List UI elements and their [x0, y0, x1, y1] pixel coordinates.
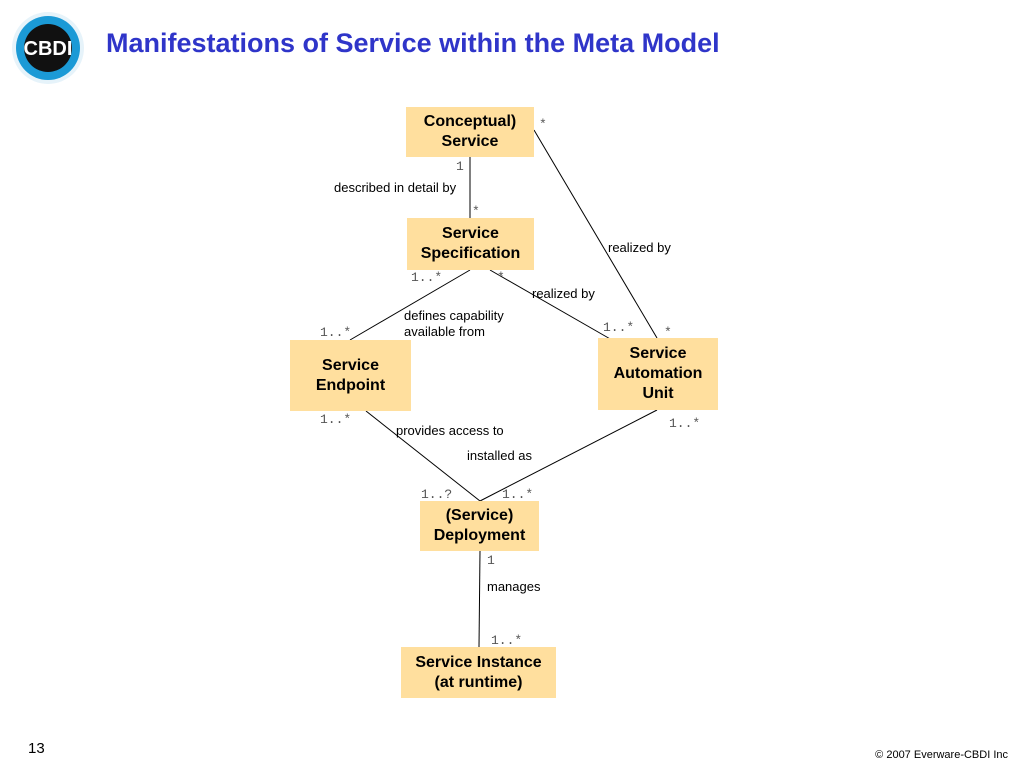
logo-text: CBDI: [24, 38, 73, 60]
edge-label-installed: installed as: [467, 448, 533, 463]
mult-deploy-bottom: 1: [487, 553, 495, 568]
edge-label-defines: defines capability available from: [404, 308, 504, 339]
mult-sau-top-left: 1..*: [603, 320, 635, 335]
edge-deploy-instance: [478, 550, 481, 648]
slide-title: Manifestations of Service within the Met…: [106, 28, 720, 58]
mult-spec-right: *: [497, 270, 505, 285]
edge-spec-sau: [489, 269, 613, 341]
edge-spec-endpoint: [349, 269, 471, 341]
mult-endpoint-top: 1..*: [320, 325, 352, 340]
mult-spec-top: *: [472, 204, 480, 219]
edge-label-manages: manages: [487, 579, 541, 594]
copyright-notice: © 2007 Everware-CBDI Inc: [875, 749, 1008, 761]
node-conceptual-service: Conceptual)Service: [406, 107, 534, 157]
mult-instance-top: 1..*: [491, 633, 523, 648]
cbdi-logo: CBDI: [12, 12, 84, 84]
mult-deploy-right: 1..*: [502, 487, 534, 502]
node-service-deployment: (Service)Deployment: [420, 501, 539, 551]
node-service-instance: Service Instance(at runtime): [401, 647, 556, 698]
mult-deploy-left: 1..?: [421, 487, 453, 502]
edge-endpoint-deploy: [365, 410, 481, 502]
edge-label-realized-top: realized by: [608, 240, 671, 255]
edge-conceptual-sau: [533, 129, 658, 339]
mult-spec-left: 1..*: [411, 270, 443, 285]
edge-sau-deploy: [479, 409, 658, 502]
edge-label-provides: provides access to: [396, 423, 504, 438]
mult-sau-bottom: 1..*: [669, 416, 701, 431]
edge-label-described: described in detail by: [334, 180, 457, 195]
mult-sau-top-right: *: [664, 325, 672, 340]
edge-label-realized-mid: realized by: [532, 286, 595, 301]
page-number: 13: [28, 740, 45, 757]
mult-conceptual-right: *: [539, 117, 547, 132]
mult-endpoint-bottom: 1..*: [320, 412, 352, 427]
mult-conceptual-bottom: 1: [456, 159, 464, 174]
